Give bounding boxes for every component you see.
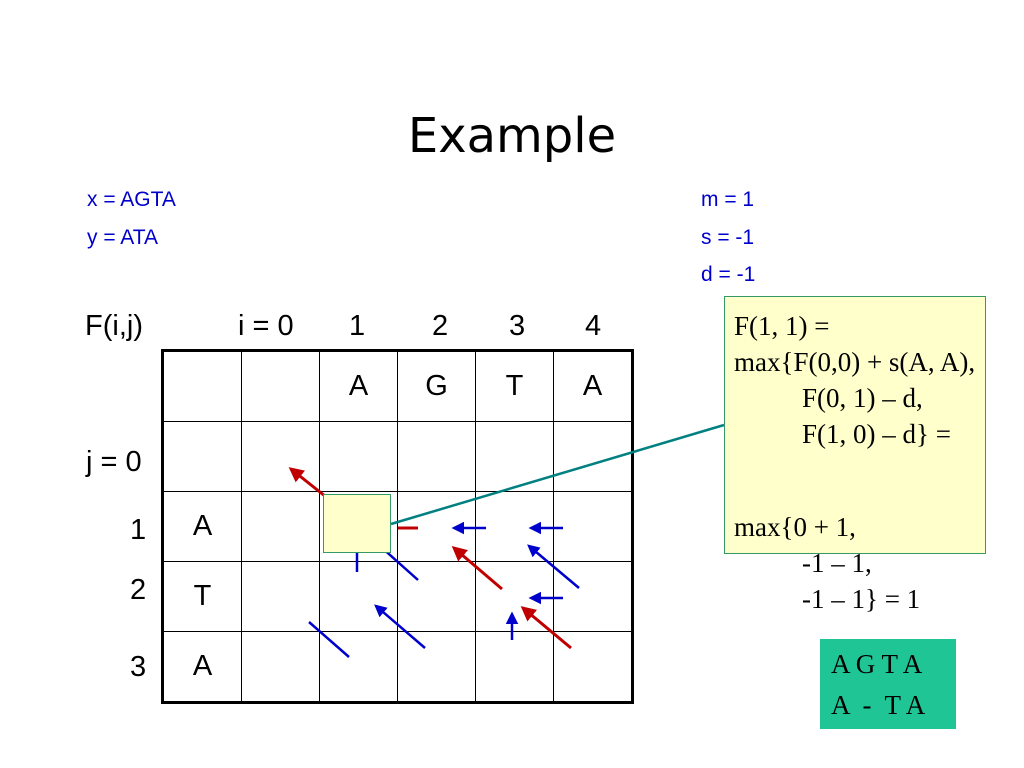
mismatch-score: s = -1	[701, 226, 755, 249]
matrix-cell	[162, 421, 242, 492]
col-index-2: 2	[432, 310, 449, 342]
row-letter: A	[192, 650, 213, 682]
matrix-cell: G	[397, 350, 476, 422]
col-index-0: i = 0	[238, 310, 294, 342]
row-index-2: 2	[130, 574, 147, 606]
match-score: m = 1	[701, 188, 755, 211]
col-letter: T	[505, 370, 524, 402]
matrix-cell: T	[162, 561, 242, 632]
highlighted-cell	[323, 494, 391, 553]
alignment-line-1: A G T A	[831, 649, 923, 679]
matrix-cell: T	[475, 350, 554, 422]
matrix-cell: A	[162, 491, 242, 562]
callout-line-5: max{0 + 1,	[734, 512, 856, 542]
matrix-label: F(i,j)	[85, 310, 143, 342]
row-index-0: j = 0	[86, 446, 142, 478]
sequence-y: y = ATA	[87, 226, 158, 249]
callout-box	[724, 296, 986, 554]
matrix-row: A G T A	[162, 350, 633, 422]
matrix-cell: A	[319, 350, 398, 422]
matrix-cell	[397, 631, 476, 703]
matrix-cell	[241, 350, 320, 422]
callout-line-6: -1 – 1,	[802, 548, 872, 578]
row-letter: T	[193, 580, 212, 612]
alignment-box	[820, 639, 956, 729]
connector-line	[390, 423, 725, 526]
col-index-3: 3	[509, 310, 526, 342]
row-index-1: 1	[130, 514, 147, 546]
col-letter: G	[425, 370, 448, 402]
callout-line-2: max{F(0,0) + s(A, A),	[734, 347, 976, 377]
matrix-cell	[397, 421, 476, 492]
matrix-cell: A	[553, 350, 633, 422]
matrix-cell	[241, 561, 320, 632]
matrix-row: A	[162, 631, 633, 703]
col-index-1: 1	[349, 310, 366, 342]
alignment-line-2: A - T A	[831, 690, 926, 720]
row-index-3: 3	[130, 651, 147, 683]
col-letter: A	[582, 370, 603, 402]
callout-line-4: F(1, 0) – d} =	[802, 419, 951, 449]
sequence-x: x = AGTA	[87, 188, 176, 211]
matrix-cell	[162, 350, 242, 422]
callout-line-3: F(0, 1) – d,	[802, 383, 923, 413]
callout-line-1: F(1, 1) =	[734, 311, 830, 341]
slide-title: Example	[407, 108, 617, 164]
row-letter: A	[192, 510, 213, 542]
gap-penalty: d = -1	[701, 263, 756, 286]
callout-line-7: -1 – 1} = 1	[802, 584, 921, 614]
col-letter: A	[348, 370, 369, 402]
col-index-4: 4	[585, 310, 602, 342]
